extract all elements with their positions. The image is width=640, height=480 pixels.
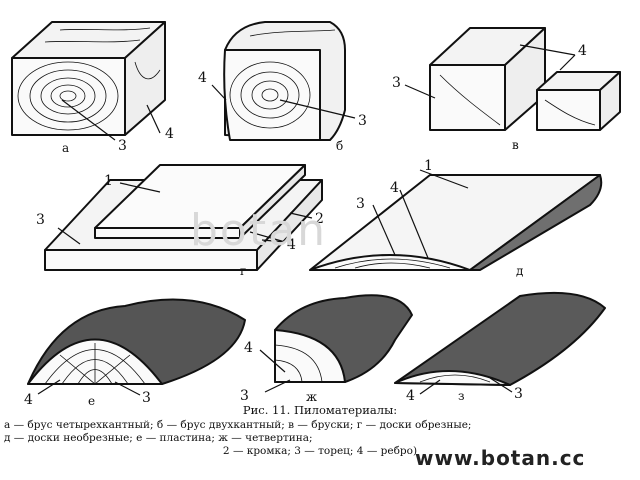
beam-two-edged xyxy=(211,21,356,141)
boards-edged xyxy=(44,164,323,271)
label-3-a: 3 xyxy=(118,138,127,154)
label-3-z: 3 xyxy=(514,386,523,402)
label-3-g: 3 xyxy=(36,212,45,228)
label-1-d: 1 xyxy=(424,158,433,174)
label-zh: ж xyxy=(306,390,317,404)
board-unedged xyxy=(309,169,603,271)
label-e: е xyxy=(88,394,95,408)
slab xyxy=(394,291,606,395)
label-1-g: 1 xyxy=(104,173,113,189)
quarter-log xyxy=(259,294,413,393)
label-4-e: 4 xyxy=(24,392,33,408)
figure-caption-line-3: 2 — кромка; 3 — торец; 4 — ребро) xyxy=(222,445,418,457)
label-4-v: 4 xyxy=(578,43,587,59)
label-3-d: 3 xyxy=(356,196,365,212)
label-4-z: 4 xyxy=(406,388,415,404)
label-4-zh: 4 xyxy=(244,340,253,356)
label-3-zh: 3 xyxy=(240,388,249,404)
beam-four-edged xyxy=(11,21,166,141)
label-d: д xyxy=(516,264,523,278)
label-4-a: 4 xyxy=(165,126,174,142)
half-log-plate xyxy=(27,298,246,396)
watermark-site: www.botan.cc xyxy=(415,446,586,470)
figure-caption-line-2: д — доски необрезные; е — пластина; ж — … xyxy=(4,432,313,444)
label-a: а xyxy=(62,141,69,155)
label-3-v: 3 xyxy=(392,75,401,91)
label-2-g: 2 xyxy=(315,211,324,227)
label-4-b: 4 xyxy=(198,70,207,86)
label-3-e: 3 xyxy=(142,390,151,406)
label-z: з xyxy=(458,389,465,403)
label-4-d: 4 xyxy=(390,180,399,196)
figure-labels: а 3 4 4 3 б 3 4 в 1 2 3 4 г 1 4 3 д 4 е … xyxy=(24,43,587,408)
label-b: б xyxy=(336,139,343,153)
label-v: в xyxy=(512,138,519,152)
bars xyxy=(404,27,621,131)
figure-caption-line-1: а — брус четырехкантный; б — брус двухка… xyxy=(4,419,472,431)
label-4-g: 4 xyxy=(287,237,296,253)
label-g: г xyxy=(240,264,246,278)
label-3-b: 3 xyxy=(358,113,367,129)
figure-caption-title: Рис. 11. Пиломатериалы: xyxy=(242,403,398,417)
